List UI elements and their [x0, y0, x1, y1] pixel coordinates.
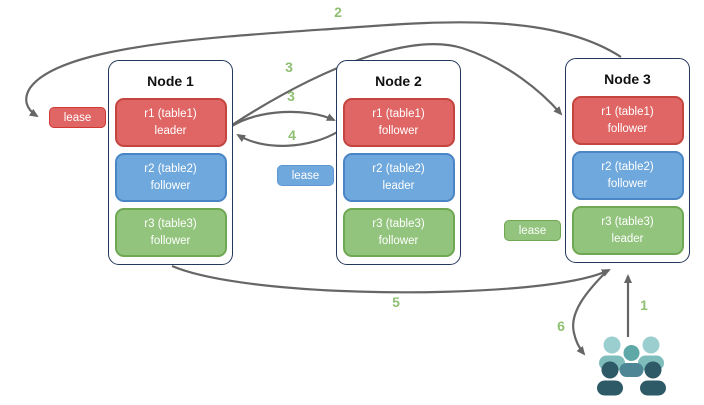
node-3-title: Node 3	[604, 71, 651, 87]
step-label-4: 4	[288, 127, 296, 143]
replica-label: r3 (table3)	[372, 218, 425, 231]
replica-label: r1 (table1)	[144, 108, 197, 121]
replica-r3-node1: r3 (table3) follower	[114, 208, 227, 257]
node-2-replicas: r1 (table1) follower r2 (table2) leader …	[337, 98, 460, 263]
replica-role: follower	[150, 179, 191, 192]
replica-label: r3 (table3)	[144, 218, 197, 231]
replica-r1-node1: r1 (table1) leader	[114, 98, 227, 147]
replica-label: r1 (table1)	[601, 106, 654, 119]
node-2-title: Node 2	[375, 73, 422, 89]
node-3: Node 3 r1 (table1) follower r2 (table2) …	[565, 58, 690, 263]
arrow-step-3-leader-to-node2	[231, 110, 336, 127]
replica-role: follower	[607, 177, 648, 190]
lease-badge-table2: lease	[277, 165, 334, 186]
step-label-3a: 3	[285, 59, 293, 75]
replica-r2-node2: r2 (table2) leader	[342, 153, 455, 202]
lease-badge-table3: lease	[504, 220, 561, 241]
users-icon	[597, 336, 666, 396]
replica-r3-node2: r3 (table3) follower	[342, 208, 455, 257]
step-label-5: 5	[392, 294, 400, 310]
replica-label: r2 (table2)	[144, 163, 197, 176]
node-1-replicas: r1 (table1) leader r2 (table2) follower …	[109, 98, 232, 263]
replica-r1-node2: r1 (table1) follower	[342, 98, 455, 147]
replica-role: leader	[154, 124, 187, 137]
step-label-1: 1	[640, 297, 648, 313]
replica-r2-node1: r2 (table2) follower	[114, 153, 227, 202]
replica-role: follower	[150, 234, 191, 247]
replica-role: follower	[378, 124, 419, 137]
node-2: Node 2 r1 (table1) follower r2 (table2) …	[336, 60, 461, 265]
step-label-3b: 3	[287, 88, 295, 104]
replica-role: follower	[378, 234, 419, 247]
lease-badge-table1: lease	[49, 107, 106, 128]
replica-label: r1 (table1)	[372, 108, 425, 121]
step-label-6: 6	[557, 318, 565, 334]
replica-r2-node3: r2 (table2) follower	[571, 151, 684, 200]
replica-r1-node3: r1 (table1) follower	[571, 96, 684, 145]
replica-label: r2 (table2)	[601, 161, 654, 174]
node-1-title: Node 1	[147, 73, 194, 89]
step-label-2: 2	[334, 4, 342, 20]
replica-role: leader	[611, 232, 644, 245]
replica-role: follower	[607, 122, 648, 135]
node-1: Node 1 r1 (table1) leader r2 (table2) fo…	[108, 60, 233, 265]
replica-label: r3 (table3)	[601, 216, 654, 229]
node-3-replicas: r1 (table1) follower r2 (table2) followe…	[566, 96, 689, 261]
arrow-step-5-node1-to-node3	[171, 264, 611, 294]
replica-role: leader	[382, 179, 415, 192]
replica-r3-node3: r3 (table3) leader	[571, 206, 684, 255]
replica-label: r2 (table2)	[372, 163, 425, 176]
